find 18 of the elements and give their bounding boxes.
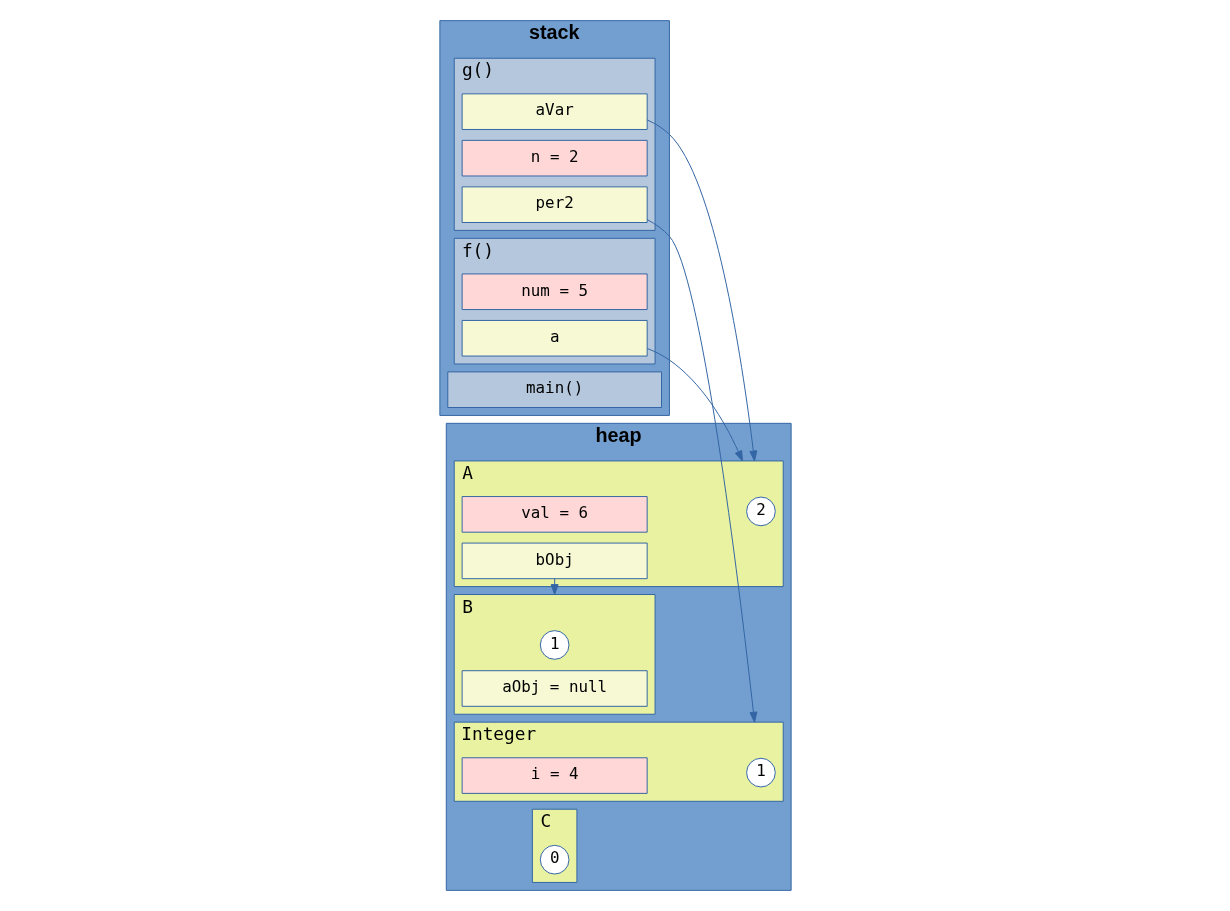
node-box: num = 5 [461, 273, 648, 311]
arrow [646, 219, 757, 723]
node-circle: 0 [539, 844, 569, 875]
node-circle: 2 [745, 496, 776, 527]
node-circle: 1 [745, 757, 776, 788]
node-box: bObj [461, 542, 648, 580]
node-box: i = 4 [461, 757, 648, 794]
node-box: aVar [461, 93, 648, 130]
node-box: per2 [461, 186, 648, 223]
node-box: aObj = null [461, 670, 648, 707]
node-box: a [461, 319, 648, 357]
node-box: n = 2 [461, 139, 648, 177]
node-circle: 1 [539, 630, 569, 660]
node-box: main() [446, 371, 662, 408]
arrow [550, 578, 559, 595]
node-box: val = 6 [461, 496, 648, 533]
arrow [646, 348, 743, 462]
arrow [646, 119, 757, 462]
